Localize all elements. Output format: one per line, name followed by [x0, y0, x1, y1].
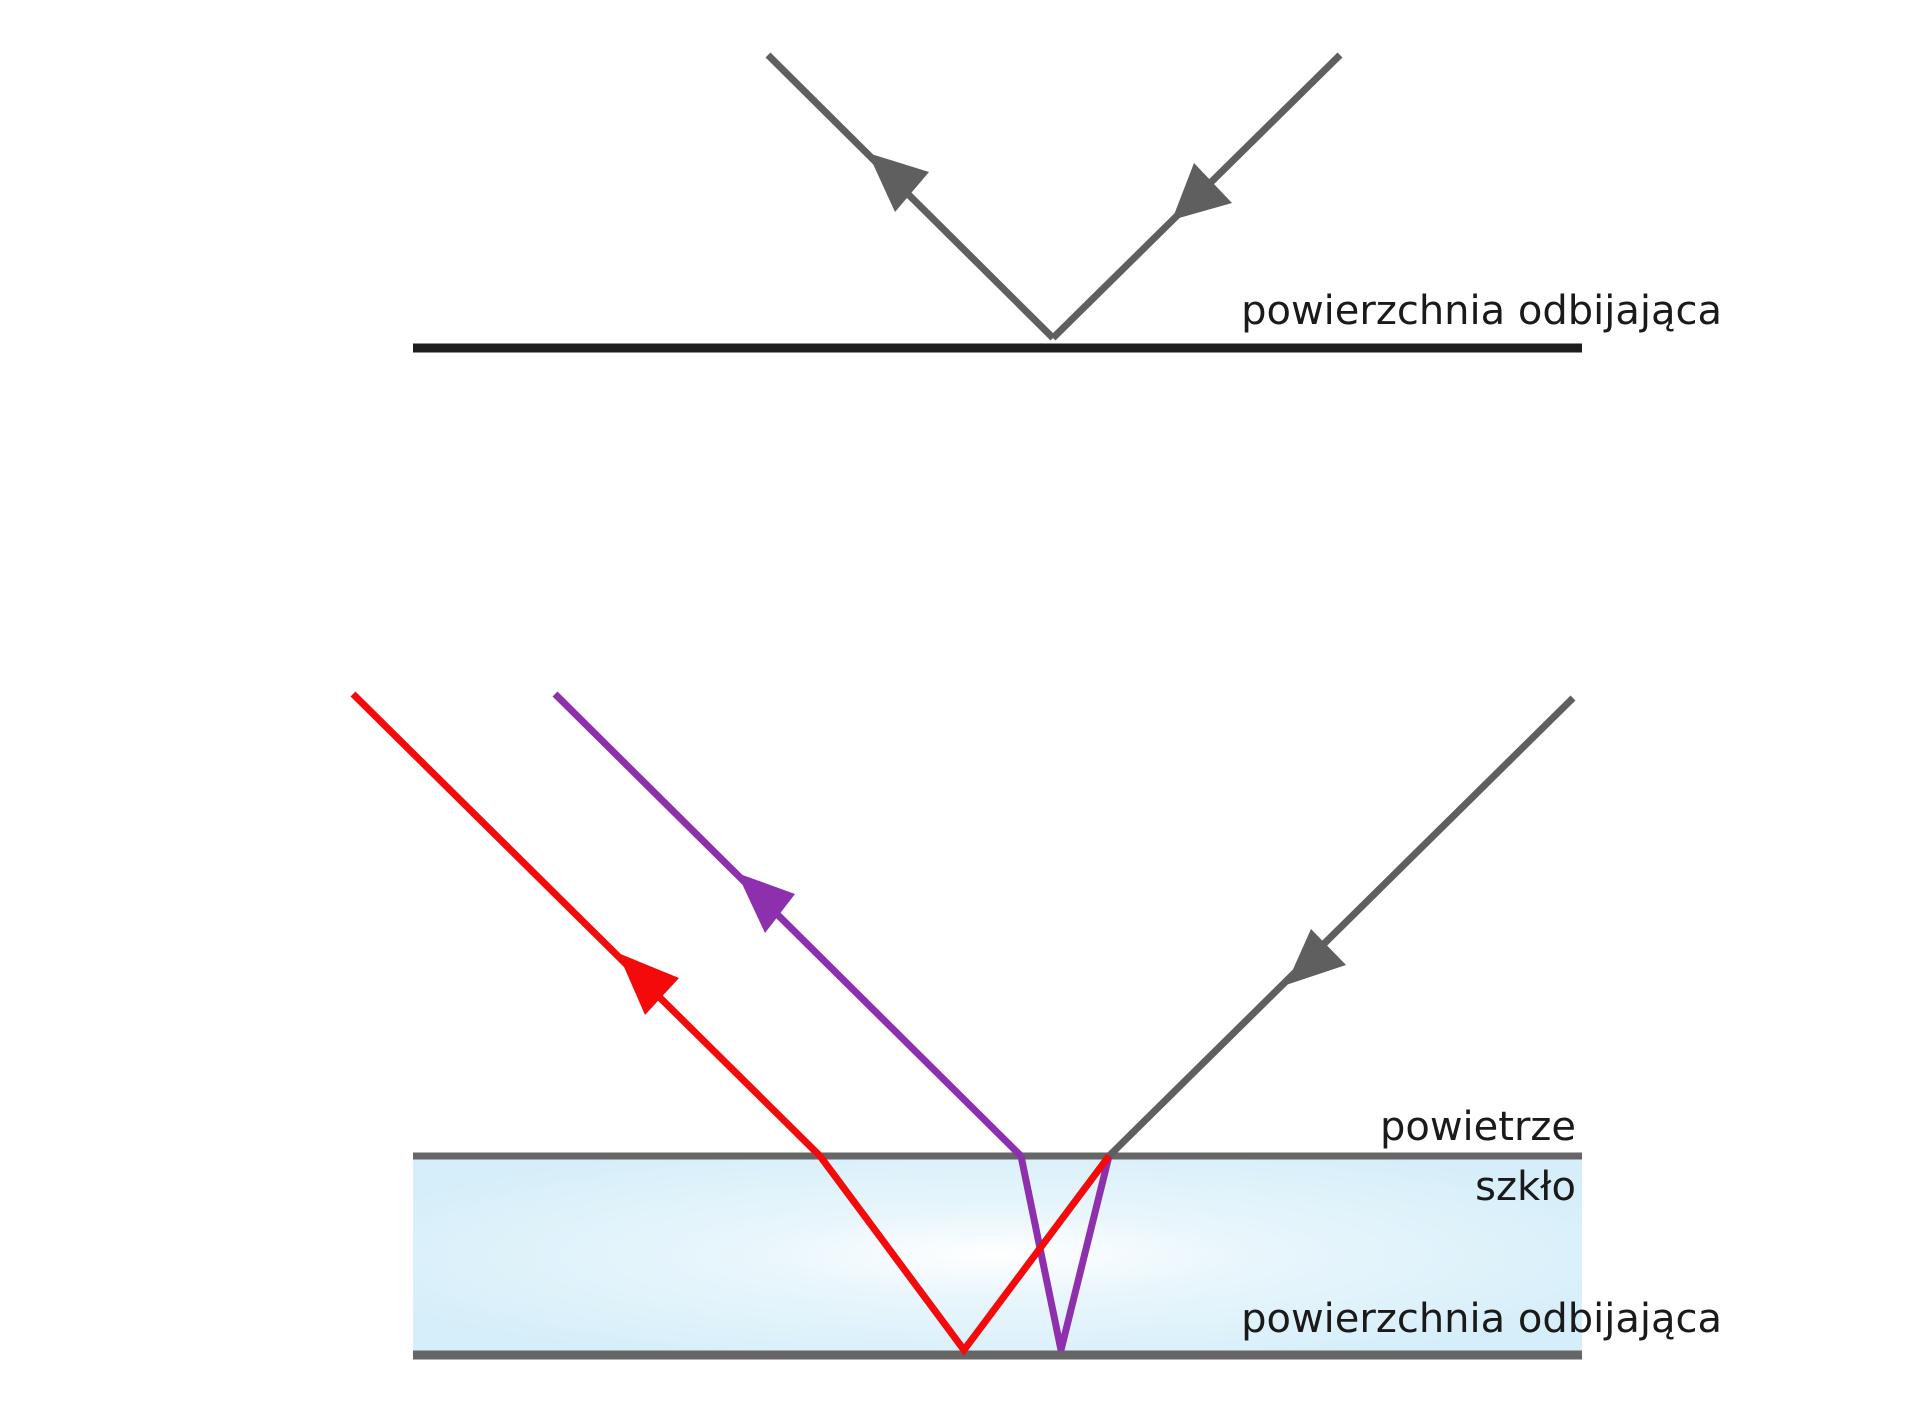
mirror-ray-in-glass	[817, 1153, 1112, 1356]
top-surface-label: powierzchnia odbijająca	[1241, 288, 1722, 334]
mirror-reflected-ray-arrowhead	[618, 953, 679, 1015]
glass-plate	[413, 1156, 1582, 1354]
surface-reflected-ray	[552, 691, 1024, 1159]
bottom-surface-label: powierzchnia odbijająca	[1241, 1296, 1722, 1342]
incident-ray-arrowhead	[1286, 929, 1346, 985]
mirror-reflected-ray	[350, 691, 823, 1159]
mirror-reflection-panel: powierzchnia odbijająca	[413, 52, 1722, 353]
incident-ray	[1106, 695, 1576, 1159]
reflected-ray	[765, 52, 1056, 341]
reflected-ray-arrowhead	[868, 153, 929, 212]
air-label: powietrze	[1380, 1104, 1576, 1150]
surface-ray-in-glass	[1017, 1155, 1113, 1351]
glass-reflection-panel: powietrze szkło powierzchnia odbijająca	[350, 691, 1722, 1360]
incident-ray-arrowhead	[1172, 163, 1232, 220]
glass-label: szkło	[1475, 1164, 1576, 1210]
surface-reflected-ray-arrowhead	[737, 873, 795, 933]
